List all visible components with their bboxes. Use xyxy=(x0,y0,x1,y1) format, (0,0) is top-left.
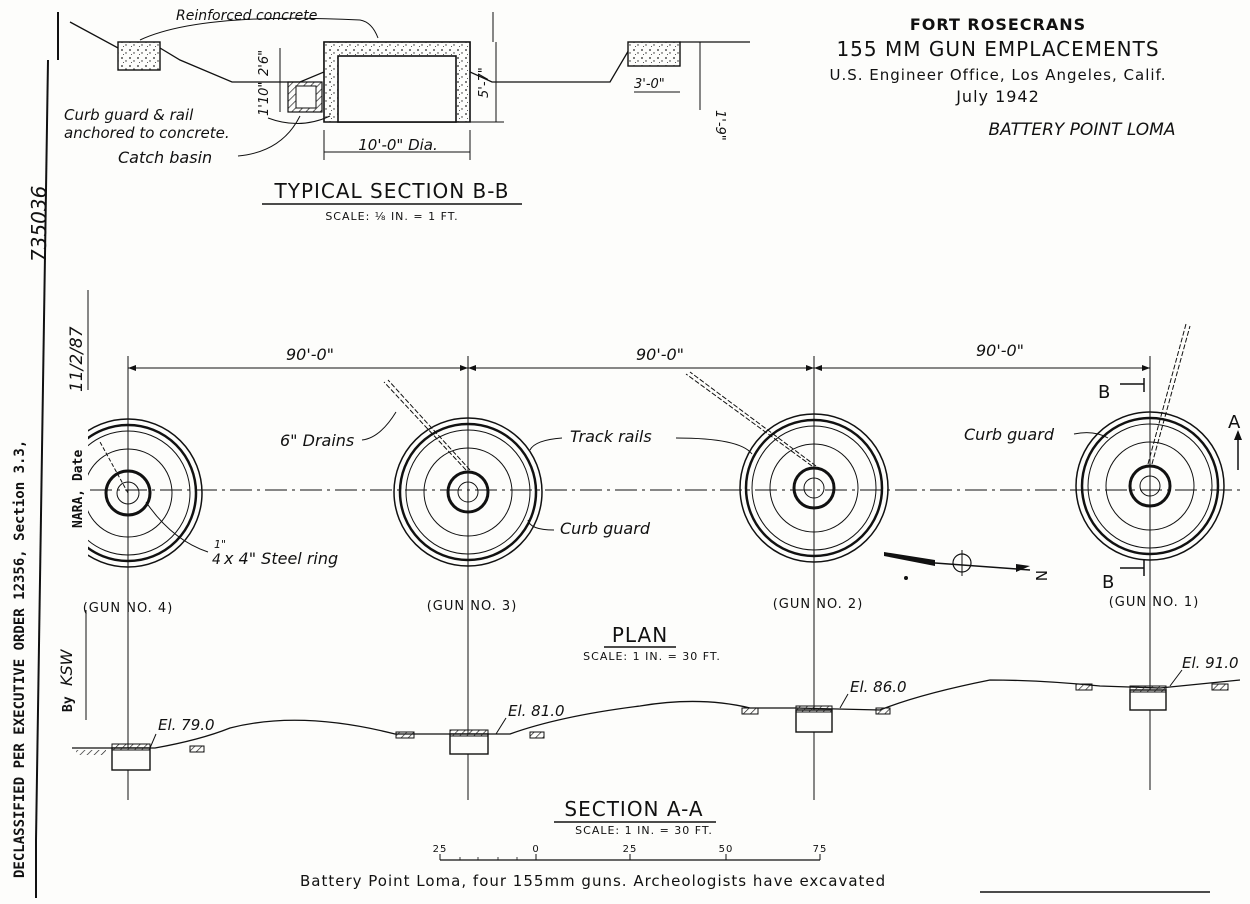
scale-tick-50: 50 xyxy=(719,844,734,855)
aa-pit-3 xyxy=(449,733,489,755)
bb-pit-void xyxy=(337,55,457,123)
margin-stamp: DECLASSIFIED PER EXECUTIVE ORDER 12356, … xyxy=(12,186,89,878)
label-steel-ring: x 4" Steel ring xyxy=(223,549,338,568)
gun-2-label: (GUN NO. 2) xyxy=(773,597,864,612)
label-drains: 6" Drains xyxy=(280,431,354,450)
gun-1-emplacement xyxy=(1075,323,1225,561)
gun-3-label: (GUN NO. 3) xyxy=(427,599,518,614)
plan-spacing-3: 90'-0" xyxy=(976,341,1024,360)
label-track-rails: Track rails xyxy=(570,427,652,446)
nara-label: NARA, Date xyxy=(71,450,86,528)
aa-pit-4 xyxy=(111,747,151,771)
label-curb-guard-center: Curb guard xyxy=(560,519,651,538)
title-main: 155 MM GUN EMPLACEMENTS xyxy=(836,37,1159,61)
nara-value: 11/2/87 xyxy=(67,326,87,392)
aa-scale: SCALE: 1 IN. = 30 FT. xyxy=(575,824,713,837)
section-marker-b-bottom: B xyxy=(1102,572,1115,593)
gun-2-emplacement xyxy=(685,371,889,563)
aa-pit-2 xyxy=(795,709,833,733)
plan: 90'-0" 90'-0" 90'-0" xyxy=(83,323,1245,800)
bb-dim-1-9: 1'-9" xyxy=(712,110,727,141)
bb-right-curb xyxy=(627,41,681,67)
by-value: KSW xyxy=(57,648,76,686)
title-office: U.S. Engineer Office, Los Angeles, Calif… xyxy=(829,66,1166,84)
elevation-gun-1: El. 91.0 xyxy=(1182,654,1239,672)
bb-label-catch: Catch basin xyxy=(118,148,212,167)
bb-title: TYPICAL SECTION B-B xyxy=(274,179,510,203)
scale-tick-75: 75 xyxy=(813,844,828,855)
elevation-gun-2: El. 86.0 xyxy=(850,678,907,696)
bb-scale: SCALE: ⅛ IN. = 1 FT. xyxy=(325,210,458,223)
gun-4-emplacement xyxy=(88,418,203,568)
bb-dim-1-10: 1'10" xyxy=(257,82,272,116)
label-curb-guard-right: Curb guard xyxy=(964,425,1055,444)
north-label: N xyxy=(1032,570,1050,582)
gun-1-label: (GUN NO. 1) xyxy=(1109,595,1200,610)
scale-bar: 25 0 25 50 75 xyxy=(433,844,828,861)
gun-3-emplacement xyxy=(383,379,543,567)
margin-line xyxy=(35,59,49,841)
bb-label-curb-1: Curb guard & rail xyxy=(64,106,194,124)
label-ring-den: 4 xyxy=(212,552,221,568)
bb-label-curb-2: anchored to concrete. xyxy=(64,124,230,142)
by-label: By xyxy=(61,696,76,712)
section-bb: Reinforced concrete Curb guard & rail an… xyxy=(64,8,750,223)
photo-caption: Battery Point Loma, four 155mm guns. Arc… xyxy=(300,872,887,890)
stamp-number: 735036 xyxy=(27,186,51,262)
bb-label-concrete: Reinforced concrete xyxy=(176,8,317,24)
scale-tick-25: 25 xyxy=(623,844,638,855)
plan-scale: SCALE: 1 IN. = 30 FT. xyxy=(583,650,721,663)
battery-name: BATTERY POINT LOMA xyxy=(989,120,1176,140)
bb-dim-5-7: 5'-7" xyxy=(477,67,492,98)
scale-tick-0: 0 xyxy=(532,844,539,855)
title-date: July 1942 xyxy=(955,87,1040,106)
bb-dim-dia: 10'-0" Dia. xyxy=(358,136,438,154)
section-marker-b-top: B xyxy=(1098,382,1111,403)
bb-dim-2-6: 2'6" xyxy=(257,50,272,76)
aa-ground-profile xyxy=(72,679,1241,749)
section-marker-a: A xyxy=(1228,412,1241,433)
bb-left-curb xyxy=(117,41,161,71)
plan-title: PLAN xyxy=(612,623,668,647)
north-arrow-icon xyxy=(884,550,1031,580)
label-ring-num: 1" xyxy=(214,538,226,551)
section-aa: El. 79.0 El. 81.0 El. 86.0 El. 91.0 SECT… xyxy=(72,654,1241,837)
aa-pit-1 xyxy=(1129,689,1167,711)
aa-title: SECTION A-A xyxy=(564,797,703,821)
title-fort: FORT ROSECRANS xyxy=(910,15,1086,34)
plan-spacing-2: 90'-0" xyxy=(636,345,684,364)
plan-spacing-1: 90'-0" xyxy=(286,345,334,364)
bb-dim-3-0: 3'-0" xyxy=(634,77,665,92)
title-block: FORT ROSECRANS 155 MM GUN EMPLACEMENTS U… xyxy=(829,15,1175,140)
scale-tick-25-left: 25 xyxy=(433,844,448,855)
gun-4-label: (GUN NO. 4) xyxy=(83,601,174,616)
elevation-gun-3: El. 81.0 xyxy=(508,702,565,720)
elevation-gun-4: El. 79.0 xyxy=(158,716,215,734)
declassified-stamp: DECLASSIFIED PER EXECUTIVE ORDER 12356, … xyxy=(12,440,28,878)
